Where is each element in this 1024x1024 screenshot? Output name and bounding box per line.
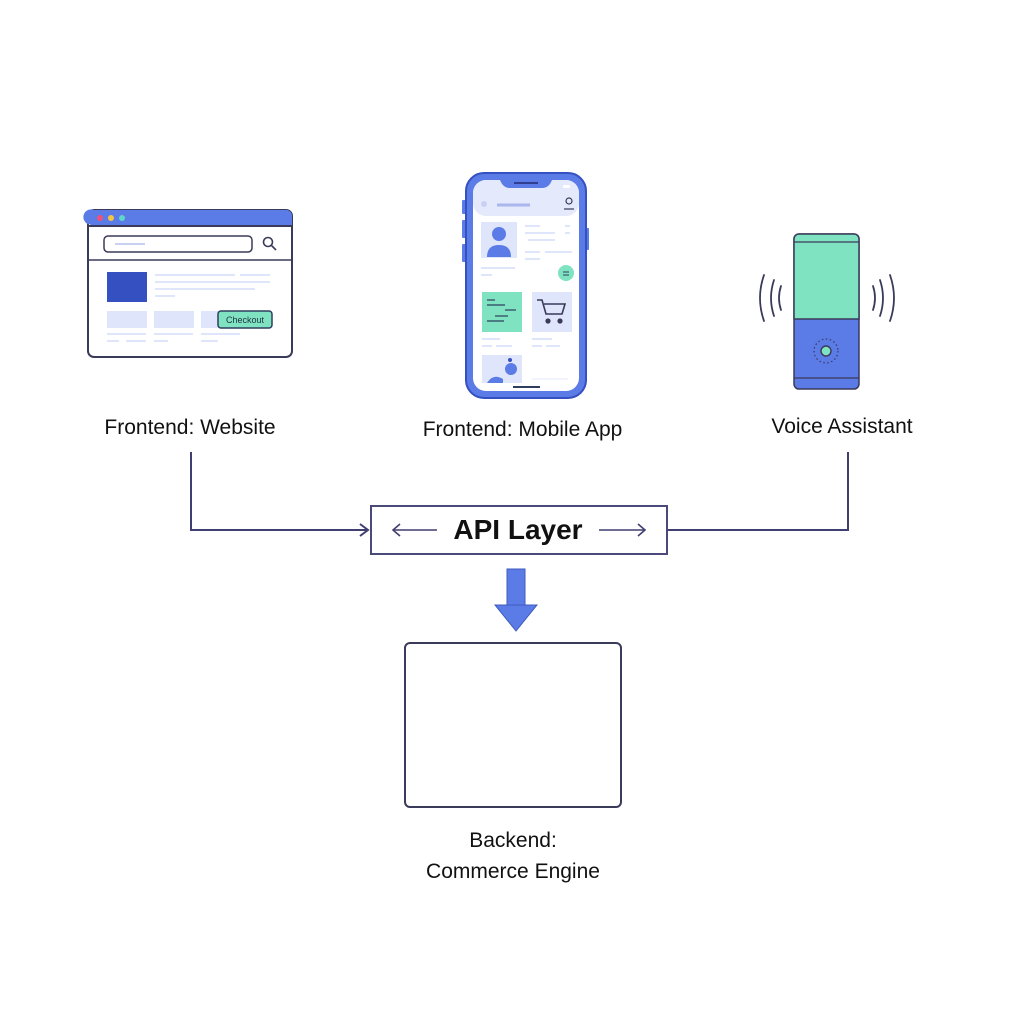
mobile-phone-illustration [462, 172, 589, 399]
sound-waves-right-icon [872, 274, 895, 322]
backend-label-line2: Commerce Engine [426, 860, 600, 883]
connector-voice-api [668, 452, 849, 531]
profile-icon [564, 197, 574, 210]
product-image [107, 272, 147, 302]
api-layer-node: API Layer [370, 505, 668, 555]
left-arrow-icon [392, 523, 438, 537]
connector-website-api [190, 452, 370, 537]
smart-speaker-illustration [759, 233, 895, 390]
voice-assistant-label: Voice Assistant [771, 415, 913, 438]
api-layer-label: API Layer [453, 514, 583, 545]
website-label: Frontend: Website [104, 416, 276, 439]
window-maximize-dot [119, 215, 125, 221]
shopping-cart-icon [537, 299, 567, 324]
browser-window-illustration [83, 209, 293, 358]
window-close-dot [97, 215, 103, 221]
backend-label-line1: Backend: [469, 829, 557, 852]
search-bar [103, 235, 253, 253]
avatar-icon [492, 227, 506, 241]
chat-button-icon [558, 265, 574, 281]
checkout-button-label: Checkout [225, 314, 265, 325]
mobile-app-label: Frontend: Mobile App [422, 418, 623, 441]
sound-waves-left-icon [759, 274, 782, 322]
backend-label: Backend: Commerce Engine [404, 825, 622, 887]
right-arrow-icon [598, 523, 646, 537]
down-arrow-icon [493, 568, 539, 632]
microphone-icon [820, 345, 832, 357]
backend-node [404, 642, 622, 808]
window-minimize-dot [108, 215, 114, 221]
checkout-button [217, 310, 273, 329]
search-icon [262, 236, 277, 251]
